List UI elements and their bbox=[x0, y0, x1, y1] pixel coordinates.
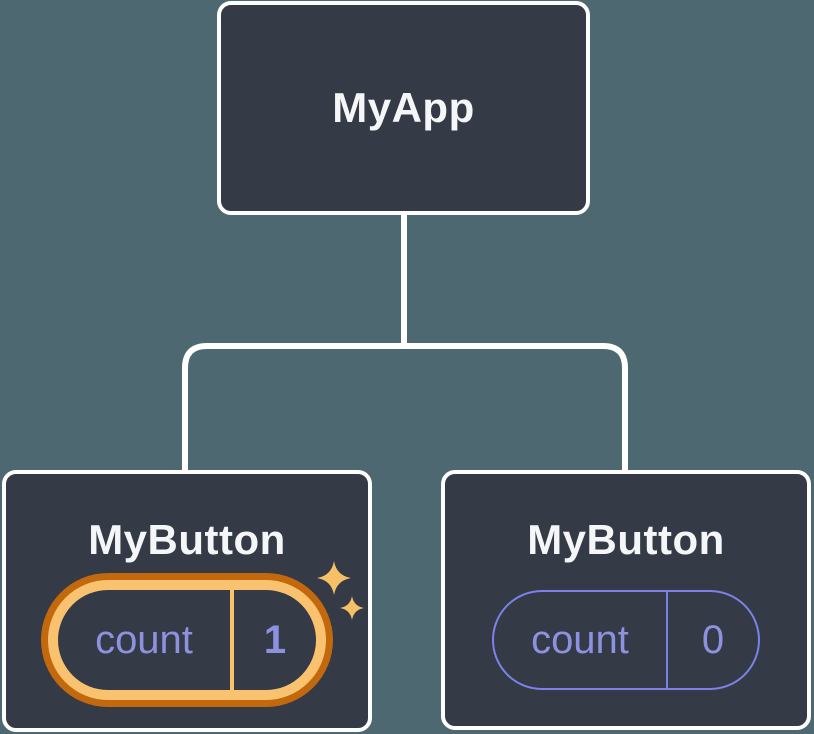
node-label-myapp: MyApp bbox=[332, 83, 475, 131]
component-node-myapp: MyApp bbox=[217, 1, 590, 215]
state-value: 0 bbox=[701, 617, 725, 662]
state-key-section: count bbox=[494, 592, 668, 689]
state-key-label: count bbox=[95, 617, 193, 662]
state-value: 1 bbox=[263, 617, 287, 662]
state-pill-highlighted: count 1 bbox=[58, 590, 316, 691]
component-node-mybutton-right: MyButton count 0 bbox=[441, 470, 811, 730]
node-label-mybutton-left: MyButton bbox=[88, 516, 286, 563]
state-key-label: count bbox=[531, 617, 629, 662]
state-pill: count 0 bbox=[492, 590, 760, 691]
state-key-section: count bbox=[58, 590, 234, 691]
sparkle-icon bbox=[317, 561, 364, 620]
node-label-mybutton-right: MyButton bbox=[527, 516, 725, 563]
state-value-section: 1 bbox=[234, 590, 316, 690]
component-node-mybutton-left: MyButton count 1 bbox=[2, 470, 372, 732]
state-value-section: 0 bbox=[668, 592, 758, 688]
